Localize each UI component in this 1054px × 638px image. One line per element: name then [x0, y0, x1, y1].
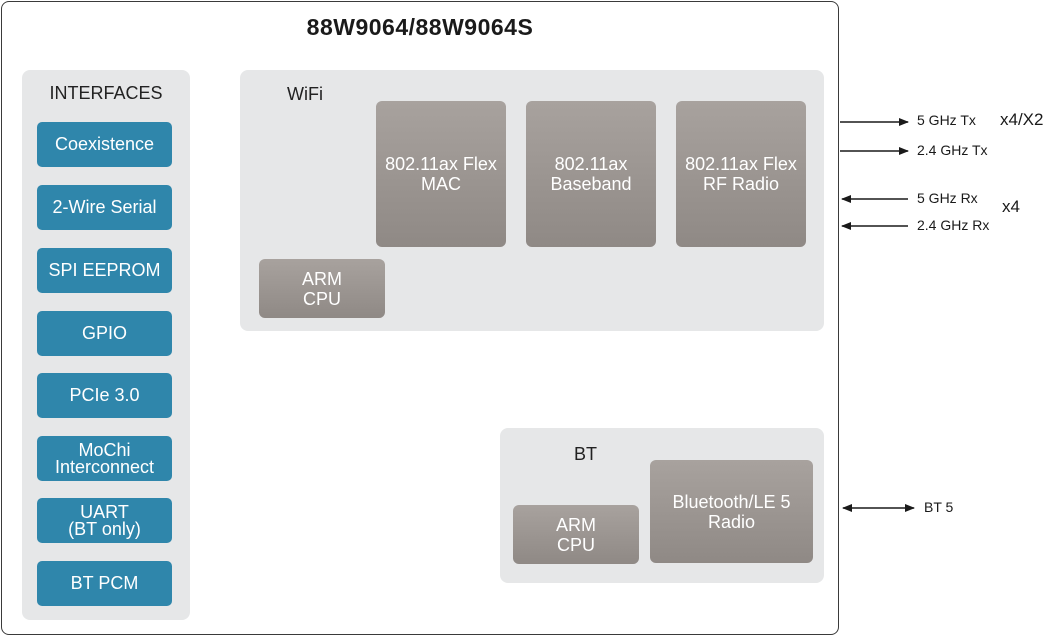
- wifi-arm-cpu-block: ARM CPU: [259, 259, 385, 318]
- interface-2-wire-serial[interactable]: 2-Wire Serial: [37, 185, 172, 230]
- interfaces-label: INTERFACES: [49, 83, 163, 103]
- interface-label: PCIe 3.0: [69, 385, 140, 405]
- interface-pcie[interactable]: PCIe 3.0: [37, 373, 172, 418]
- bt-radio-block: Bluetooth/LE 5 Radio: [650, 460, 813, 563]
- interface-label: BT PCM: [70, 573, 139, 593]
- interface-coexistence[interactable]: Coexistence: [37, 122, 172, 167]
- signal-bt5: BT 5: [924, 499, 954, 515]
- interface-label: Coexistence: [54, 134, 155, 154]
- tx-multiplier: x4/X2: [1000, 110, 1044, 129]
- interface-label: UART (BT only): [68, 501, 141, 539]
- bt-label: BT: [574, 444, 598, 464]
- rx-multiplier: x4: [1002, 197, 1020, 216]
- bt-arm-cpu-block: ARM CPU: [513, 505, 639, 564]
- signal-24ghz-tx: 2.4 GHz Tx: [917, 142, 988, 158]
- chip-title: 88W9064/88W9064S: [306, 14, 534, 40]
- wifi-mac-block: 802.11ax Flex MAC: [376, 101, 506, 247]
- wifi-baseband-block: 802.11ax Baseband: [526, 101, 656, 247]
- signal-24ghz-rx: 2.4 GHz Rx: [917, 217, 990, 233]
- interface-gpio[interactable]: GPIO: [37, 311, 172, 356]
- signal-5ghz-tx: 5 GHz Tx: [917, 112, 976, 128]
- wifi-label: WiFi: [287, 84, 323, 104]
- interface-label: SPI EEPROM: [48, 260, 161, 280]
- interface-label: MoChi Interconnect: [54, 439, 155, 477]
- signal-5ghz-rx: 5 GHz Rx: [917, 190, 978, 206]
- interface-label: 2-Wire Serial: [52, 197, 157, 217]
- interface-bt-pcm[interactable]: BT PCM: [37, 561, 172, 606]
- interface-mochi[interactable]: MoChi Interconnect: [37, 436, 172, 481]
- interface-uart[interactable]: UART (BT only): [37, 498, 172, 543]
- interface-label: GPIO: [81, 323, 127, 343]
- interface-spi-eeprom[interactable]: SPI EEPROM: [37, 248, 172, 293]
- wifi-rf-radio-block: 802.11ax Flex RF Radio: [676, 101, 806, 247]
